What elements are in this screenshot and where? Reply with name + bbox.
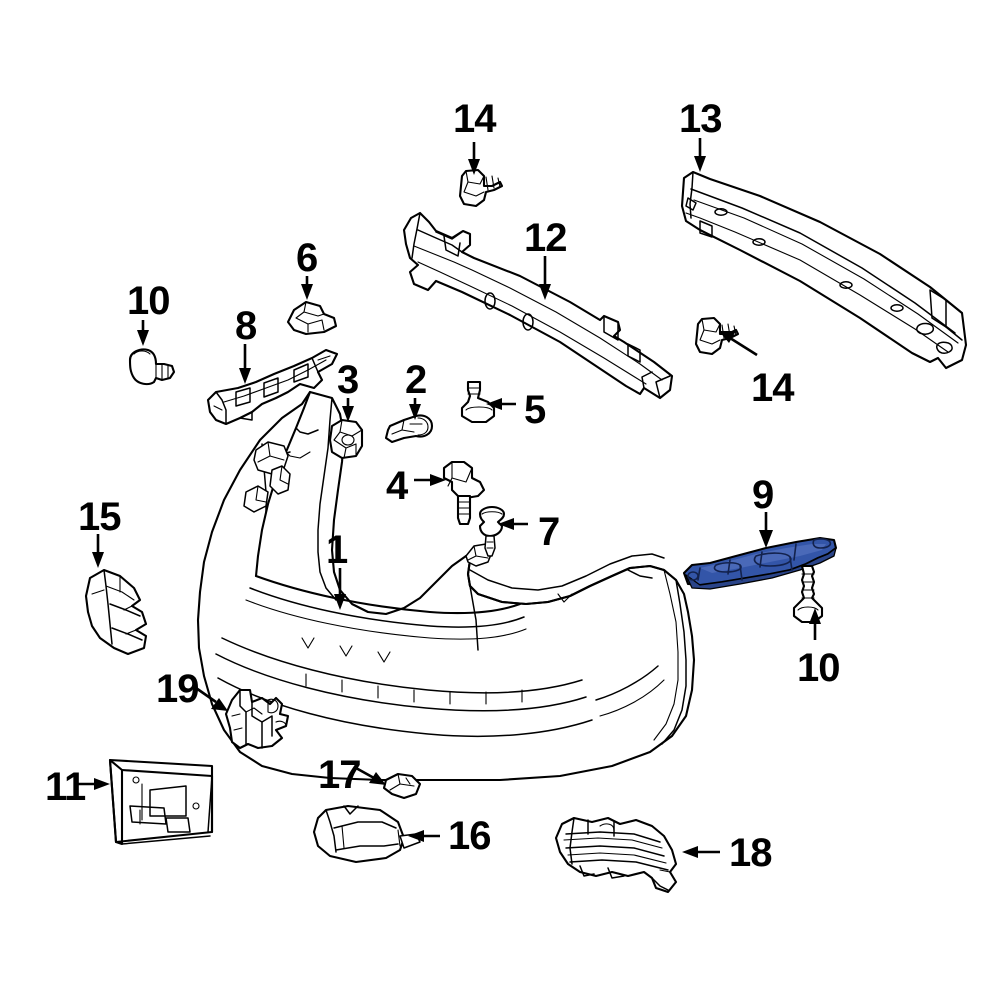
part-5-screw-grommet[interactable] bbox=[460, 380, 496, 424]
callout-label-10a: 10 bbox=[127, 279, 170, 323]
callout-label-7: 7 bbox=[538, 510, 560, 554]
callout-label-12: 12 bbox=[524, 216, 567, 260]
leader-7 bbox=[498, 518, 528, 530]
leader-9 bbox=[759, 512, 773, 548]
part-2-clip-retainer[interactable] bbox=[384, 414, 434, 444]
part-6-bumper-clip[interactable] bbox=[286, 300, 338, 336]
leader-2 bbox=[409, 398, 421, 420]
leader-6 bbox=[301, 276, 313, 300]
part-14-flange-bolt-b[interactable] bbox=[694, 316, 740, 356]
part-11-license-plate-bracket[interactable] bbox=[108, 758, 214, 846]
callout-label-10b: 10 bbox=[797, 646, 840, 690]
leader-15 bbox=[92, 534, 104, 568]
part-10-screw-grommet-a[interactable] bbox=[128, 348, 176, 386]
leader-14b bbox=[719, 331, 758, 357]
callout-label-6: 6 bbox=[296, 236, 318, 280]
leader-10a bbox=[137, 320, 149, 346]
callout-label-13: 13 bbox=[679, 97, 722, 141]
leader-18 bbox=[682, 846, 720, 858]
part-1-bumper-cover[interactable] bbox=[196, 390, 696, 782]
callout-label-14b: 14 bbox=[751, 366, 794, 410]
leader-12 bbox=[539, 256, 551, 300]
part-8-upper-retainer[interactable] bbox=[206, 348, 339, 426]
leader-8 bbox=[239, 344, 251, 384]
callout-label-11: 11 bbox=[45, 765, 86, 809]
part-10-screw-grommet-b[interactable] bbox=[792, 564, 824, 624]
part-16-fog-bezel[interactable] bbox=[312, 804, 421, 864]
part-14-flange-bolt-a[interactable] bbox=[458, 168, 504, 208]
part-4-flange-bolt[interactable] bbox=[442, 460, 486, 526]
leader-10b bbox=[809, 608, 821, 640]
leader-14a bbox=[468, 142, 480, 175]
leader-17 bbox=[355, 766, 386, 785]
leader-5 bbox=[486, 398, 516, 410]
callout-label-2: 2 bbox=[405, 358, 427, 402]
part-19-retainer[interactable] bbox=[224, 688, 290, 750]
callout-label-17: 17 bbox=[318, 753, 361, 797]
callout-label-4: 4 bbox=[386, 464, 408, 508]
callout-label-16: 16 bbox=[448, 814, 491, 858]
part-12-energy-absorber[interactable] bbox=[402, 211, 674, 400]
callout-label-14a: 14 bbox=[453, 97, 496, 141]
leader-11 bbox=[78, 778, 110, 790]
part-15-side-bracket[interactable] bbox=[84, 568, 148, 656]
part-18-grille-insert[interactable] bbox=[554, 816, 678, 894]
callout-label-3: 3 bbox=[337, 358, 359, 402]
callout-label-15: 15 bbox=[78, 495, 121, 539]
leader-3 bbox=[342, 398, 354, 422]
leader-13 bbox=[694, 138, 706, 172]
callout-label-19: 19 bbox=[156, 667, 199, 711]
callout-label-5: 5 bbox=[524, 388, 546, 432]
leader-19 bbox=[195, 686, 228, 711]
part-3-nut-retainer[interactable] bbox=[328, 418, 364, 460]
callout-label-18: 18 bbox=[729, 831, 772, 875]
part-17-clip[interactable] bbox=[382, 772, 422, 800]
leader-1 bbox=[334, 568, 346, 610]
part-13-reinforcement-beam[interactable] bbox=[680, 170, 968, 370]
callout-label-8: 8 bbox=[235, 304, 257, 348]
leader-4 bbox=[414, 474, 446, 486]
leader-16 bbox=[408, 830, 440, 842]
callout-label-1: 1 bbox=[326, 528, 348, 572]
part-9-side-retainer-highlighted[interactable] bbox=[682, 536, 838, 590]
callout-label-9: 9 bbox=[752, 473, 774, 517]
part-7-push-pin-clip[interactable] bbox=[478, 505, 506, 557]
